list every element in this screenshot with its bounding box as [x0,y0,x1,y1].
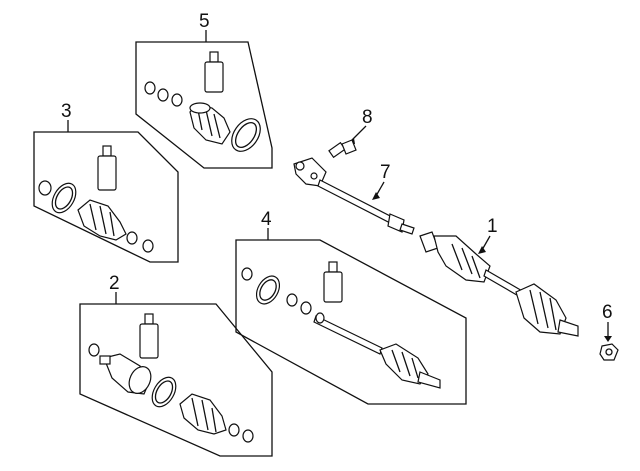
nut-icon [599,343,619,361]
intermediate-shaft-7-group: 7 [293,157,415,235]
callout-7-leader [375,181,385,197]
clamp-ring-icon [300,301,312,315]
cv-joint-housing-icon [99,353,152,395]
clamp-ring-icon [171,93,183,107]
bolt-8-group: 8 [328,107,373,159]
kit-3-group: 3 [33,101,179,263]
kit-3-panel [33,131,179,263]
large-ring-icon [151,376,177,408]
grease-tube-icon [323,261,343,303]
callout-1-leader [481,235,491,251]
callout-8: 8 [362,107,373,128]
intermediate-shaft-icon [293,157,415,235]
boot-icon [179,393,227,435]
clamp-ring-icon [144,81,156,95]
kit-2-panel [79,303,273,457]
callout-1: 1 [487,216,498,237]
callout-2: 2 [109,273,120,294]
boot-icon [77,199,127,241]
grease-tube-icon [97,145,117,191]
clamp-ring-icon [88,343,100,357]
arrow-head-icon [604,336,612,342]
clamp-ring-icon [157,88,169,102]
clamp-ring-icon [228,423,240,437]
axle-shaft-1-group: 1 [419,216,579,337]
kit-5-group: 5 [135,11,273,169]
clamp-ring-icon [241,267,253,281]
grease-tube-icon [139,313,159,359]
large-ring-icon [255,275,281,305]
large-ring-icon [231,118,261,152]
kit-4-panel [235,239,467,405]
callout-4: 4 [261,209,272,230]
callout-7: 7 [380,162,391,183]
callout-3: 3 [61,101,72,122]
kit-4-group: 4 [235,209,467,405]
grease-tube-icon [204,51,224,93]
callout-5: 5 [199,11,210,32]
clamp-ring-icon [242,429,254,443]
kit-5-panel [135,41,273,169]
clamp-ring-icon [126,231,138,245]
kit-2-group: 2 [79,273,273,457]
clamp-ring-icon [286,293,298,307]
clamp-ring-icon [38,180,52,196]
arrow-head-icon [372,192,380,200]
large-ring-icon [51,182,77,214]
axle-shaft-icon [419,231,579,337]
callout-6: 6 [602,302,613,323]
boot-icon [189,102,231,145]
nut-6-group: 6 [599,302,619,361]
inner-shaft-assembly-icon [313,312,441,389]
callout-8-leader [351,125,367,141]
clamp-ring-icon [142,239,154,253]
bolt-icon [328,139,357,159]
arrow-head-icon [478,246,486,254]
